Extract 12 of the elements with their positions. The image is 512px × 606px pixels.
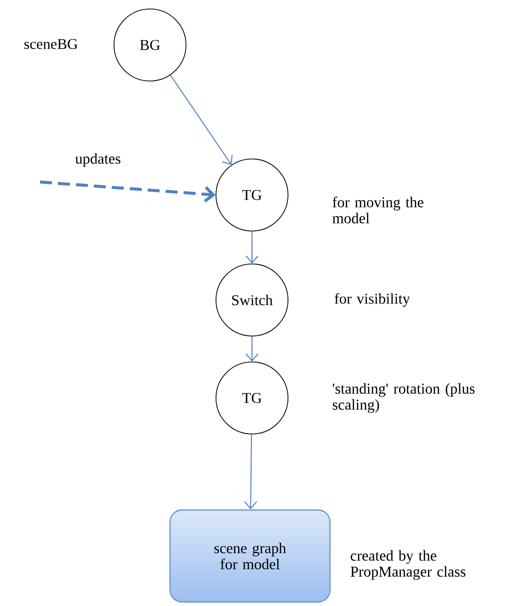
edge-label: updates: [75, 153, 120, 167]
node-caption: sceneBG: [24, 38, 78, 50]
arrow: [244, 434, 258, 510]
node-caption: created by the PropManager class: [350, 550, 466, 580]
arrow: [246, 336, 258, 362]
node-caption: 'standing' rotation (plus scaling): [332, 383, 475, 413]
arrow: [170, 74, 233, 165]
arrow: [40, 180, 216, 202]
node-caption: for visibility: [334, 293, 410, 307]
node-caption: for moving the model: [332, 196, 424, 224]
arrow: [246, 230, 258, 264]
process-box: scene graph for model: [169, 509, 331, 603]
